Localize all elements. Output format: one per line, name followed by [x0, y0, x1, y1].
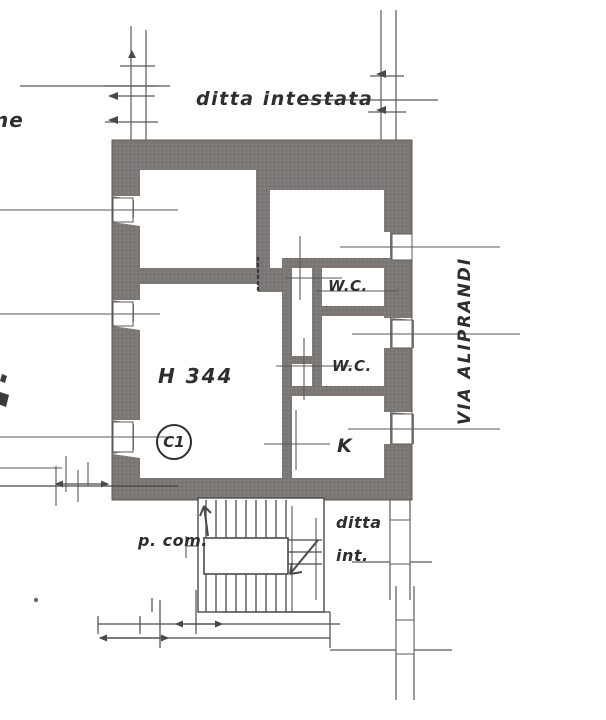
label-unit-code: H 344 [158, 364, 234, 388]
label-ditta-intestata: ditta intestata [196, 88, 374, 110]
clipped-edge-marks [0, 374, 39, 603]
left-dimension-arrows [0, 466, 178, 506]
label-ditta-int-line1: ditta [336, 513, 382, 532]
top-annotation-marks [20, 10, 438, 140]
clipped-left-label: ne [0, 108, 24, 132]
category-badge-c1: C1 [156, 424, 192, 460]
label-ditta-int-line2: int. [336, 546, 369, 565]
dimension-ticks [0, 209, 520, 470]
label-kitchen: K [337, 435, 353, 457]
bottom-dimension-chain [97, 590, 340, 648]
staircase [185, 497, 325, 613]
right-dimension-chain [330, 500, 452, 700]
label-common-property: p. com. [138, 531, 208, 550]
left-stub-lines [0, 456, 89, 492]
label-street-name: VIA ALIPRANDI [455, 256, 475, 425]
label-wc-upper: W.C. [328, 277, 368, 295]
walls-interior [134, 148, 386, 490]
label-wc-lower: W.C. [332, 357, 372, 375]
